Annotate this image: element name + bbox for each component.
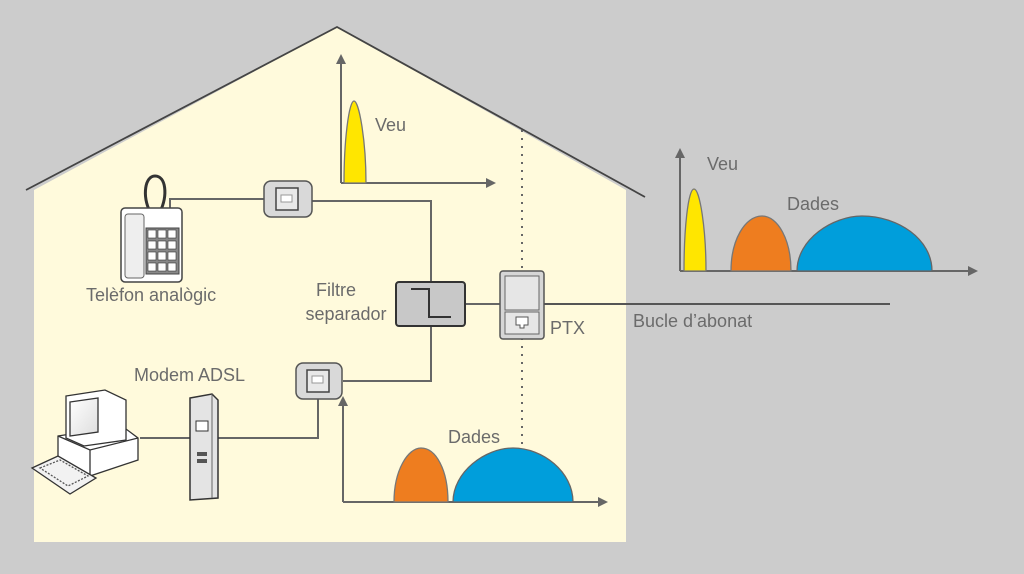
voice-band — [683, 188, 707, 272]
spectrum-subscriber-loop: Veu Dades — [675, 148, 978, 276]
ptx-box — [499, 270, 545, 340]
loop-label: Bucle d’abonat — [633, 311, 752, 331]
wire-phone-to-jack — [169, 198, 265, 210]
wire-jack-to-modem — [213, 388, 319, 439]
spectrum-phone-side: Veu — [336, 54, 496, 188]
downstream-band — [452, 447, 574, 503]
wire-jack-to-filter — [312, 200, 432, 283]
telephone-icon — [120, 174, 183, 283]
splitter-filter — [395, 281, 466, 327]
data-label: Dades — [787, 194, 839, 214]
house — [25, 25, 646, 542]
house-roof — [25, 25, 646, 198]
rj-port-icon — [515, 316, 529, 329]
filter-label-line1: Filtre — [316, 280, 356, 300]
phone-label: Telèfon analògic — [86, 285, 216, 305]
house-body — [34, 27, 626, 542]
adsl-modem-icon — [189, 393, 219, 501]
wire-filter-to-modem-jack — [343, 325, 432, 382]
voice-label: Veu — [375, 115, 406, 135]
voice-band — [343, 100, 367, 184]
phone-keypad — [147, 229, 177, 272]
wiring — [140, 198, 890, 439]
upstream-band — [730, 215, 792, 272]
data-label: Dades — [448, 427, 500, 447]
modem-label: Modem ADSL — [134, 365, 245, 385]
downstream-band — [796, 215, 933, 272]
voice-label: Veu — [707, 154, 738, 174]
ptx-label: PTX — [550, 318, 585, 338]
upstream-band — [393, 447, 449, 503]
modem-wall-jack — [295, 362, 343, 400]
lowpass-symbol-icon — [411, 288, 451, 318]
phone-wall-jack — [263, 180, 313, 218]
spectrum-modem-side: Dades — [338, 396, 608, 507]
computer-icon — [30, 389, 139, 495]
filter-label-line2: separador — [305, 304, 386, 324]
